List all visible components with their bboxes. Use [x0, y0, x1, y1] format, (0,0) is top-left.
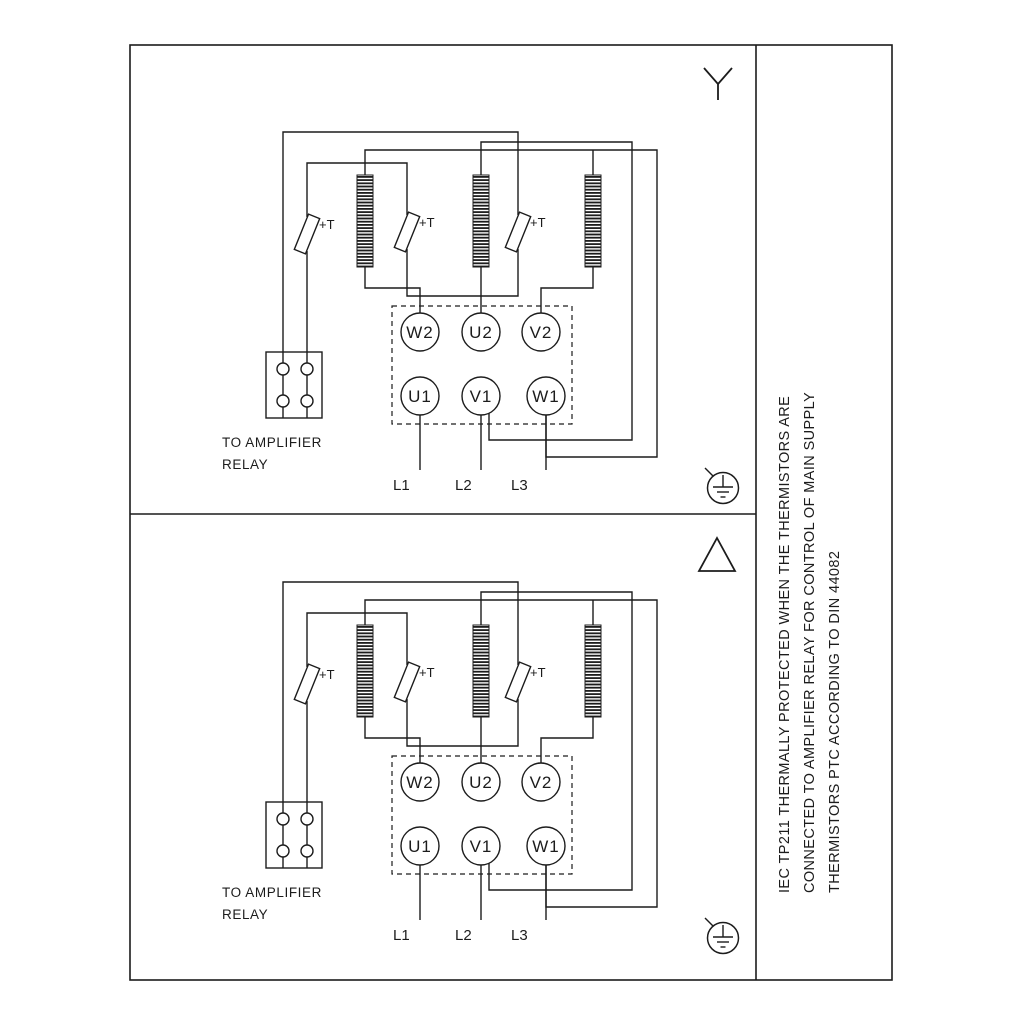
terminal-u1: U1	[408, 387, 432, 406]
thermistor-label: +T	[419, 665, 435, 680]
supply-line-label-l3: L3	[511, 927, 528, 944]
terminal-u1: U1	[408, 837, 432, 856]
terminal-v1: V1	[470, 387, 493, 406]
terminal-u2: U2	[469, 323, 493, 342]
terminal-v1: V1	[470, 837, 493, 856]
side-note-line-1: IEC TP211 THERMALLY PROTECTED WHEN THE T…	[777, 396, 793, 893]
thermistor-label: +T	[319, 217, 335, 232]
thermistor-label: +T	[530, 665, 546, 680]
panel-star: +T +T +T W2 U2 V2 U1 V1 W1 L1 L2 L3 TO A…	[222, 67, 740, 505]
thermistor-label: +T	[530, 215, 546, 230]
diagram-border	[129, 44, 893, 981]
terminal-w2: W2	[406, 773, 434, 792]
side-note-line-2: CONNECTED TO AMPLIFIER RELAY FOR CONTROL…	[802, 392, 818, 893]
supply-line-label-l2: L2	[455, 477, 472, 494]
supply-line-label-l3: L3	[511, 477, 528, 494]
delta-symbol-icon	[697, 536, 737, 572]
terminal-w1: W1	[532, 387, 560, 406]
terminal-v2: V2	[530, 773, 553, 792]
side-note: IEC TP211 THERMALLY PROTECTED WHEN THE T…	[777, 392, 843, 893]
amplifier-relay-label-line1: TO AMPLIFIER	[222, 885, 322, 900]
side-note-line-3: THERMISTORS PTC ACCORDING TO DIN 44082	[827, 551, 843, 893]
panel-delta: +T +T +T W2 U2 V2 U1 V1 W1 L1 L2 L3 TO A…	[222, 536, 740, 955]
star-symbol-icon	[703, 67, 733, 100]
thermistor-label: +T	[319, 667, 335, 682]
terminal-w2: W2	[406, 323, 434, 342]
amplifier-relay-label-line2: RELAY	[222, 457, 268, 472]
terminal-u2: U2	[469, 773, 493, 792]
supply-line-label-l1: L1	[393, 477, 410, 494]
terminal-v2: V2	[530, 323, 553, 342]
supply-line-label-l2: L2	[455, 927, 472, 944]
amplifier-relay-label-line2: RELAY	[222, 907, 268, 922]
amplifier-relay-label-line1: TO AMPLIFIER	[222, 435, 322, 450]
terminal-w1: W1	[532, 837, 560, 856]
thermistor-label: +T	[419, 215, 435, 230]
supply-line-label-l1: L1	[393, 927, 410, 944]
